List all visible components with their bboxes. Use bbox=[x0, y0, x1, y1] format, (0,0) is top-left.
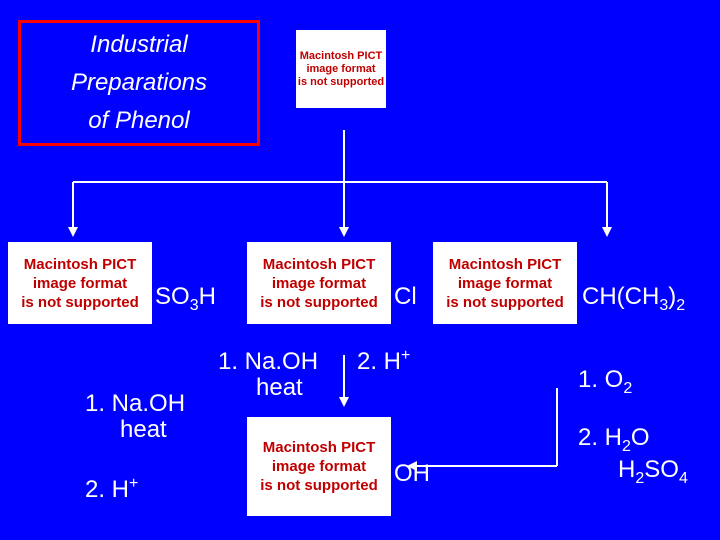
title-line-3: of Phenol bbox=[88, 107, 190, 134]
middle-step-1-heat: heat bbox=[256, 374, 303, 401]
placeholder-line: is not supported bbox=[446, 293, 564, 311]
chloro-label: Cl bbox=[394, 283, 417, 310]
middle-step-2: 2. H+ bbox=[357, 347, 411, 376]
placeholder-line: image format bbox=[306, 62, 376, 75]
placeholder-line: Macintosh PICT bbox=[262, 255, 376, 273]
placeholder-line: image format bbox=[271, 274, 367, 292]
placeholder-line: image format bbox=[32, 274, 128, 292]
left-step-2: 2. H+ bbox=[85, 475, 139, 504]
middle-step-1: 1. Na.OH bbox=[218, 348, 319, 375]
hydroxyl-label: OH bbox=[394, 460, 430, 487]
phenol-image-placeholder: Macintosh PICT image format is not suppo… bbox=[247, 417, 391, 516]
placeholder-line: is not supported bbox=[21, 293, 139, 311]
placeholder-line: Macintosh PICT bbox=[262, 439, 376, 456]
benzenesulfonic-image-placeholder: Macintosh PICT image format is not suppo… bbox=[8, 242, 152, 324]
title-line-2: Preparations bbox=[70, 69, 208, 96]
left-step-1-heat: heat bbox=[120, 416, 167, 443]
benzene-image-placeholder: Macintosh PICT image format is not suppo… bbox=[296, 30, 386, 108]
right-step-2: 2. H2O bbox=[578, 424, 650, 455]
placeholder-line: is not supported bbox=[297, 75, 385, 88]
right-step-2-acid: H2SO4 bbox=[618, 456, 688, 487]
placeholder-line: is not supported bbox=[260, 293, 378, 311]
cumene-image-placeholder: Macintosh PICT image format is not suppo… bbox=[433, 242, 577, 324]
sulfonic-acid-label: SO3H bbox=[155, 283, 216, 314]
placeholder-line: Macintosh PICT bbox=[23, 255, 137, 273]
placeholder-line: Macintosh PICT bbox=[299, 49, 383, 62]
right-step-1: 1. O2 bbox=[578, 366, 633, 397]
placeholder-line: is not supported bbox=[260, 477, 378, 494]
placeholder-line: image format bbox=[271, 458, 367, 475]
left-step-1: 1. Na.OH bbox=[85, 390, 186, 417]
placeholder-line: image format bbox=[457, 274, 553, 292]
chlorobenzene-image-placeholder: Macintosh PICT image format is not suppo… bbox=[247, 242, 391, 324]
title-box: Industrial Preparations of Phenol bbox=[18, 20, 260, 146]
title-line-1: Industrial bbox=[90, 31, 188, 58]
placeholder-line: Macintosh PICT bbox=[448, 255, 562, 273]
cumene-label: CH(CH3)2 bbox=[582, 283, 686, 314]
